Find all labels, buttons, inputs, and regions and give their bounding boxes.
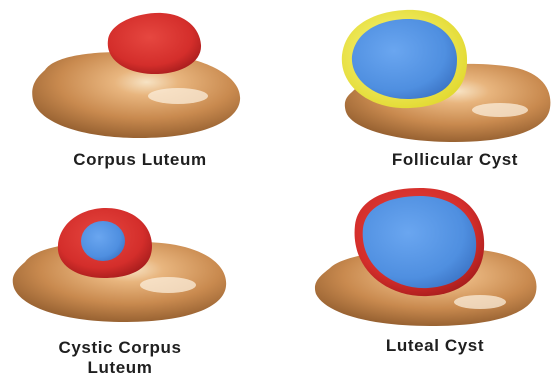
luteal-cyst-illustration bbox=[315, 188, 537, 326]
cyst-fluid bbox=[81, 221, 125, 261]
corpus-luteum-illustration bbox=[32, 13, 240, 138]
caption-line: Follicular Cyst bbox=[355, 150, 555, 170]
caption-luteal-cyst: Luteal Cyst bbox=[335, 336, 535, 356]
ovary-highlight bbox=[148, 88, 208, 104]
caption-line: Luteum bbox=[10, 358, 230, 378]
cystic-corpus-luteum-illustration bbox=[13, 208, 226, 322]
corpus-luteum-body bbox=[108, 13, 201, 74]
caption-line: Cystic Corpus bbox=[10, 338, 230, 358]
caption-line: Luteal Cyst bbox=[335, 336, 535, 356]
caption-line: Corpus Luteum bbox=[30, 150, 250, 170]
follicular-cyst-illustration bbox=[342, 10, 551, 142]
ovary-highlight bbox=[140, 277, 196, 293]
ovary-highlight bbox=[454, 295, 506, 309]
caption-cystic-corpus-luteum: Cystic Corpus Luteum bbox=[10, 338, 230, 378]
caption-corpus-luteum: Corpus Luteum bbox=[30, 150, 250, 170]
ovary-highlight bbox=[472, 103, 528, 117]
caption-follicular-cyst: Follicular Cyst bbox=[355, 150, 555, 170]
